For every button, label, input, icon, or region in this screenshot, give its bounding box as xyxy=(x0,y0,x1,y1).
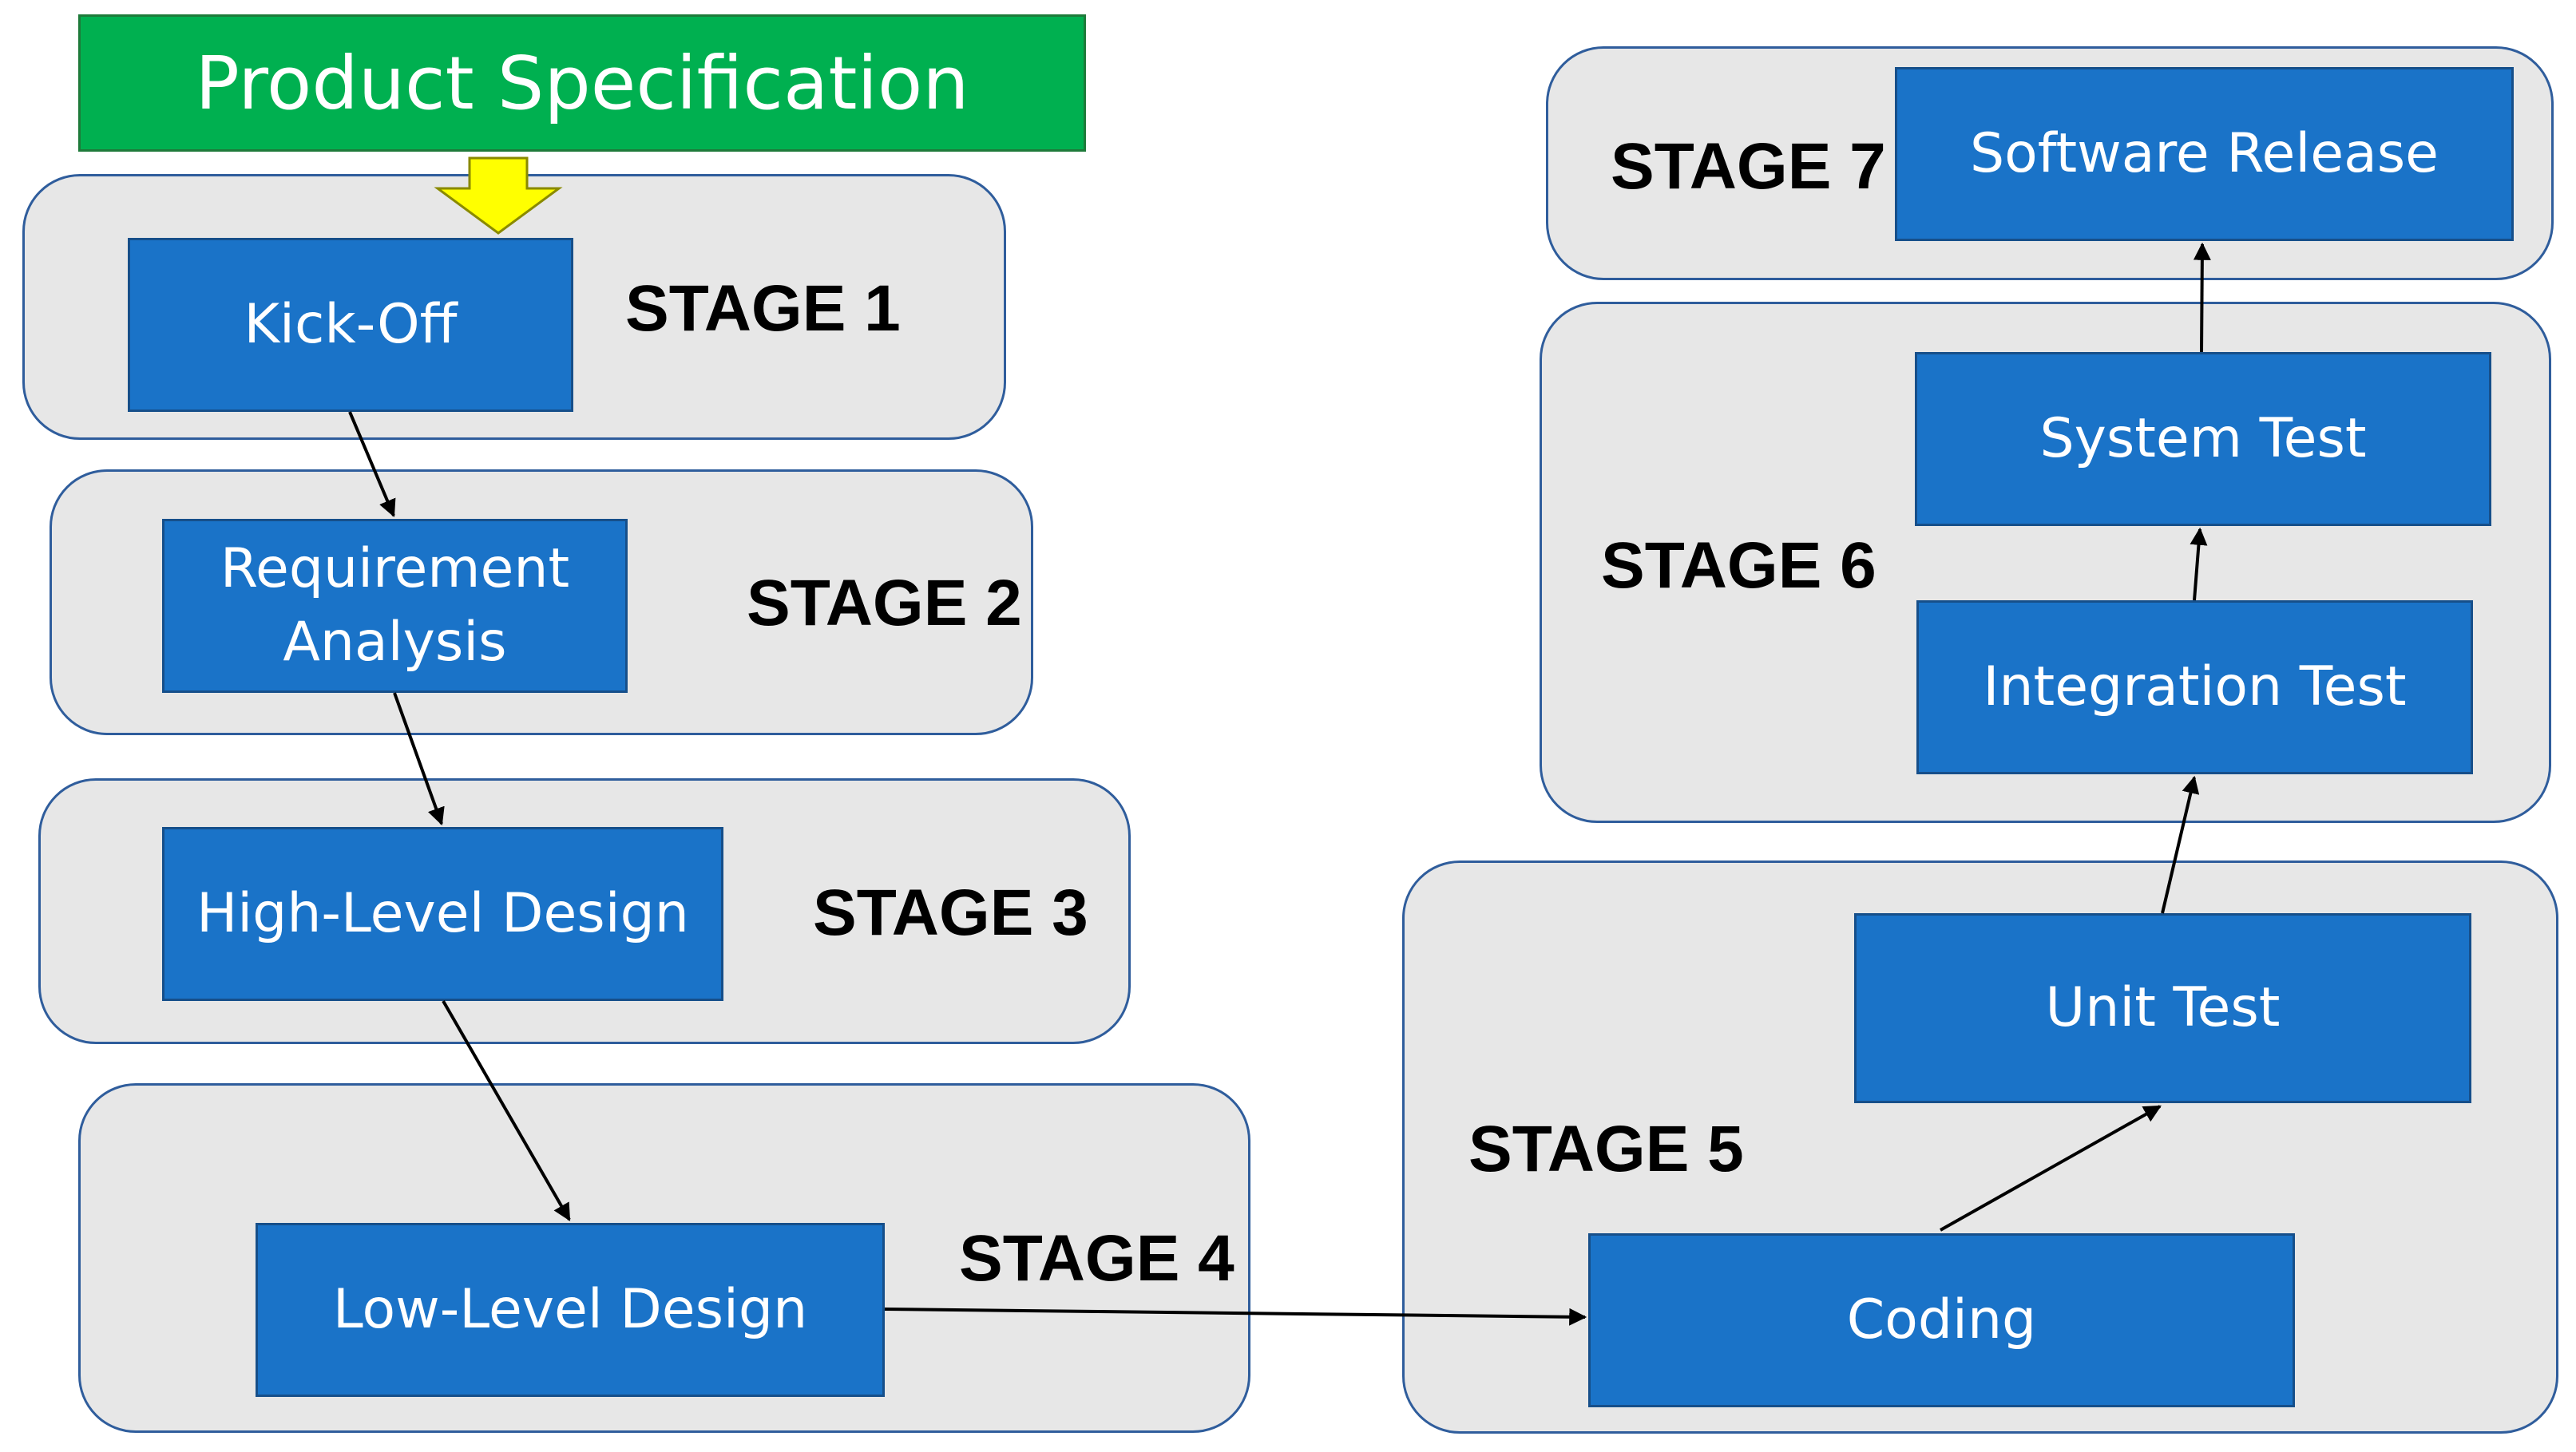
requirement-analysis-box: Requirement Analysis xyxy=(162,519,628,693)
stage-5-label: STAGE 5 xyxy=(1468,1113,1744,1185)
stage-1-label: STAGE 1 xyxy=(625,272,901,345)
coding-box: Coding xyxy=(1588,1233,2295,1407)
integration-test-box: Integration Test xyxy=(1916,600,2473,774)
product-specification-box: Product Specification xyxy=(78,14,1086,152)
system-test-box: System Test xyxy=(1915,352,2491,526)
stage-6-label: STAGE 6 xyxy=(1601,529,1877,602)
low-level-design-box: Low-Level Design xyxy=(256,1223,885,1397)
arrow-integration-to-systemtest xyxy=(2190,527,2208,601)
unit-test-box: Unit Test xyxy=(1854,913,2471,1103)
arrow-lowlevel-to-coding xyxy=(884,1308,1587,1326)
arrow-kickoff-to-requirement xyxy=(348,411,396,518)
high-level-design-box: High-Level Design xyxy=(162,827,723,1001)
stage-4-label: STAGE 4 xyxy=(959,1222,1234,1295)
arrow-requirement-to-highlevel xyxy=(393,692,445,826)
stage-2-label: STAGE 2 xyxy=(747,567,1022,639)
stage-3-label: STAGE 3 xyxy=(813,876,1088,949)
arrow-highlevel-to-lowlevel xyxy=(442,1000,571,1221)
arrow-coding-to-unittest xyxy=(1940,1105,2162,1232)
input-down-arrow-icon xyxy=(434,156,563,235)
software-release-box: Software Release xyxy=(1895,67,2514,241)
stage-7-label: STAGE 7 xyxy=(1611,130,1886,203)
arrow-systemtest-to-release xyxy=(2193,242,2211,353)
kick-off-box: Kick-Off xyxy=(128,238,573,412)
arrow-unittest-to-integration xyxy=(2161,775,2200,914)
